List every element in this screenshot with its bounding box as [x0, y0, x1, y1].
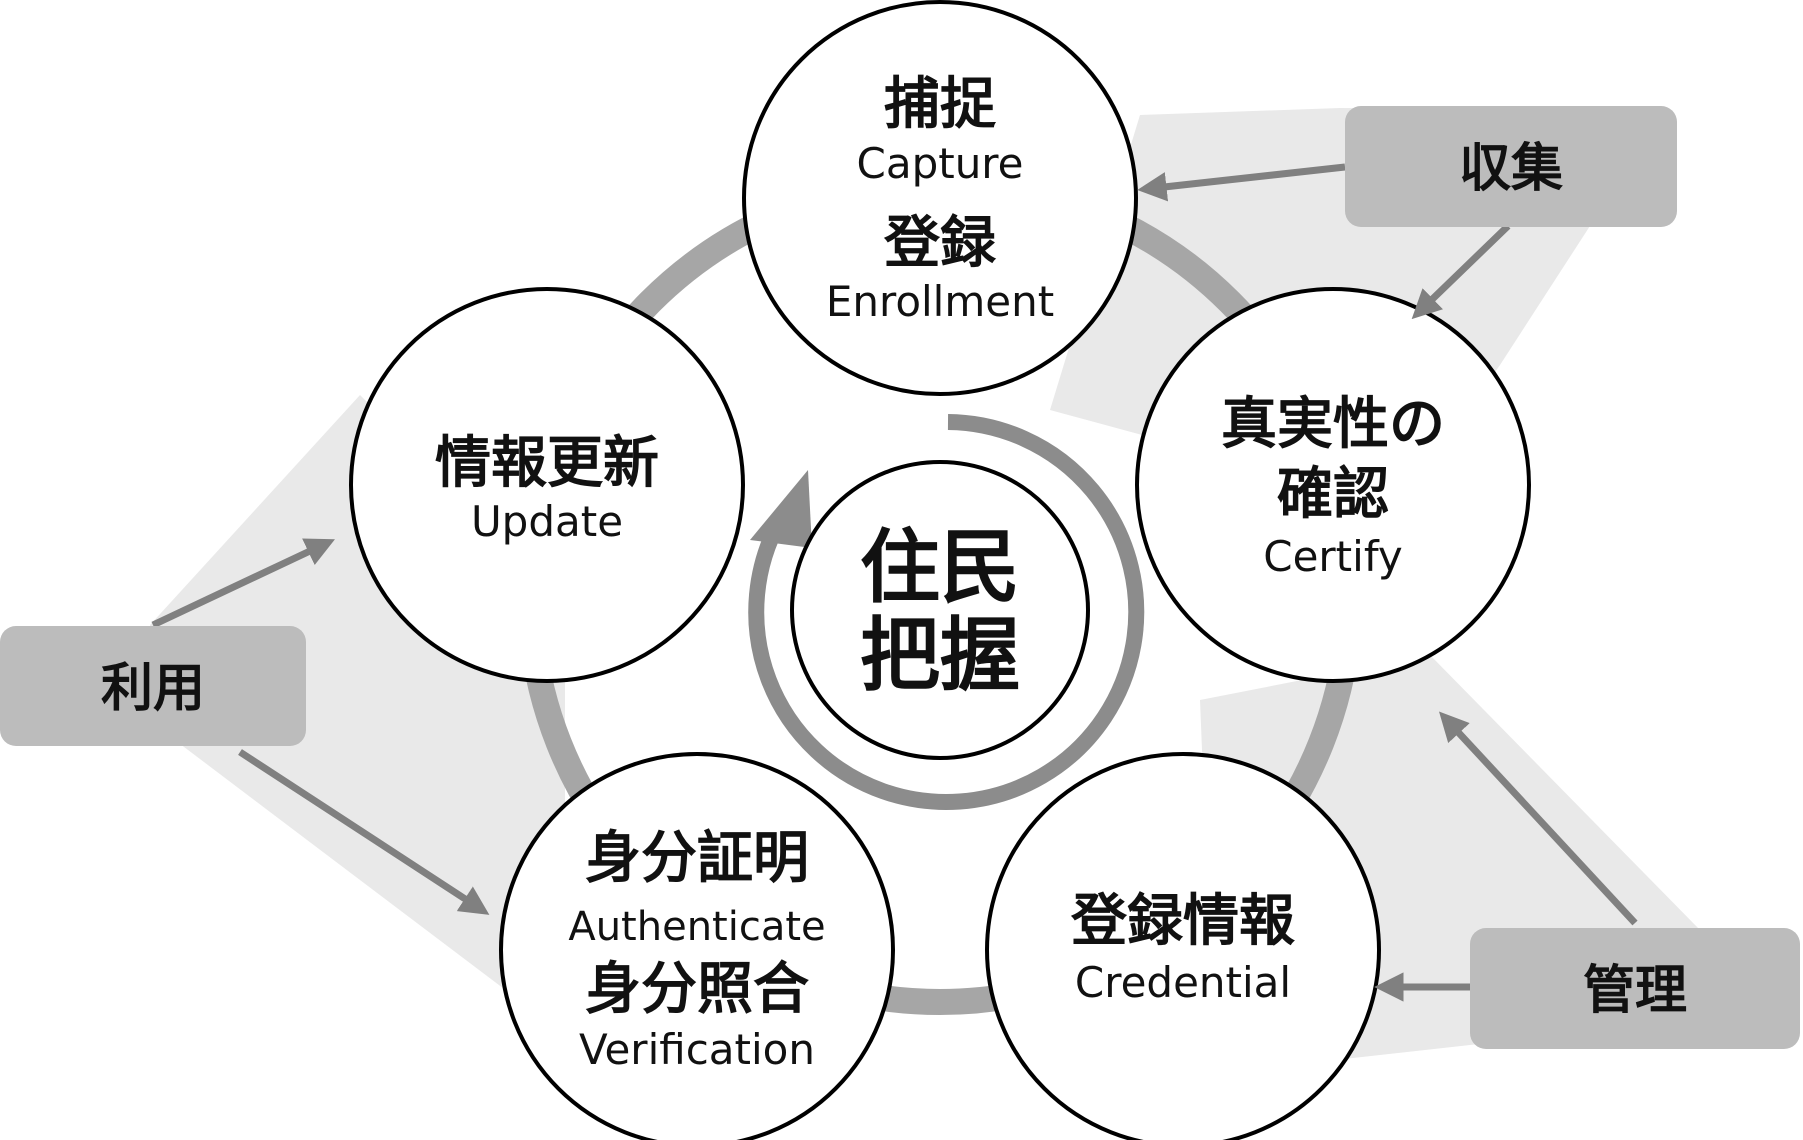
- capture-en: Capture: [857, 139, 1024, 188]
- tag-use-label: 利用: [101, 659, 205, 719]
- verification-jp: 身分照合: [585, 957, 809, 1022]
- node-capture: 捕捉 Capture 登録 Enrollment: [742, 0, 1138, 396]
- inner-cycle-arrow: [748, 414, 1145, 810]
- center-line2: 把握: [860, 609, 1020, 702]
- node-update: 情報更新 Update: [349, 287, 745, 683]
- center-line1: 住民: [860, 521, 1020, 614]
- connector-arrows: [151, 163, 1638, 1002]
- authenticate-en: Authenticate: [568, 904, 825, 950]
- arrow-collect-to-certify: [1411, 223, 1511, 320]
- arrow-use-to-update: [151, 538, 335, 629]
- tag-manage: 管理: [1470, 928, 1800, 1049]
- tag-manage-label: 管理: [1583, 961, 1687, 1021]
- certify-jp2: 確認: [1277, 462, 1389, 527]
- credential-jp: 登録情報: [1070, 889, 1295, 954]
- enrollment-jp: 登録: [883, 211, 997, 276]
- capture-jp: 捕捉: [884, 72, 997, 137]
- node-credential: 登録情報 Credential: [985, 752, 1381, 1140]
- tag-collect-label: 収集: [1459, 139, 1563, 199]
- enrollment-en: Enrollment: [826, 277, 1054, 326]
- arrow-use-to-authenticate: [238, 749, 490, 915]
- credential-en: Credential: [1075, 958, 1291, 1007]
- authenticate-jp: 身分証明: [585, 826, 809, 891]
- update-en: Update: [471, 497, 623, 546]
- verification-en: Verification: [579, 1025, 815, 1074]
- tag-use: 利用: [0, 626, 306, 746]
- center-node: 住民 把握: [790, 460, 1090, 760]
- update-jp: 情報更新: [435, 431, 659, 496]
- tag-collect: 収集: [1345, 106, 1677, 227]
- arrow-collect-to-capture: [1137, 163, 1346, 202]
- certify-en: Certify: [1263, 532, 1402, 581]
- certify-jp1: 真実性の: [1221, 392, 1445, 457]
- node-authenticate: 身分証明 Authenticate 身分照合 Verification: [499, 752, 895, 1140]
- node-certify: 真実性の 確認 Certify: [1135, 287, 1531, 683]
- arrow-manage-to-certify: [1439, 711, 1638, 926]
